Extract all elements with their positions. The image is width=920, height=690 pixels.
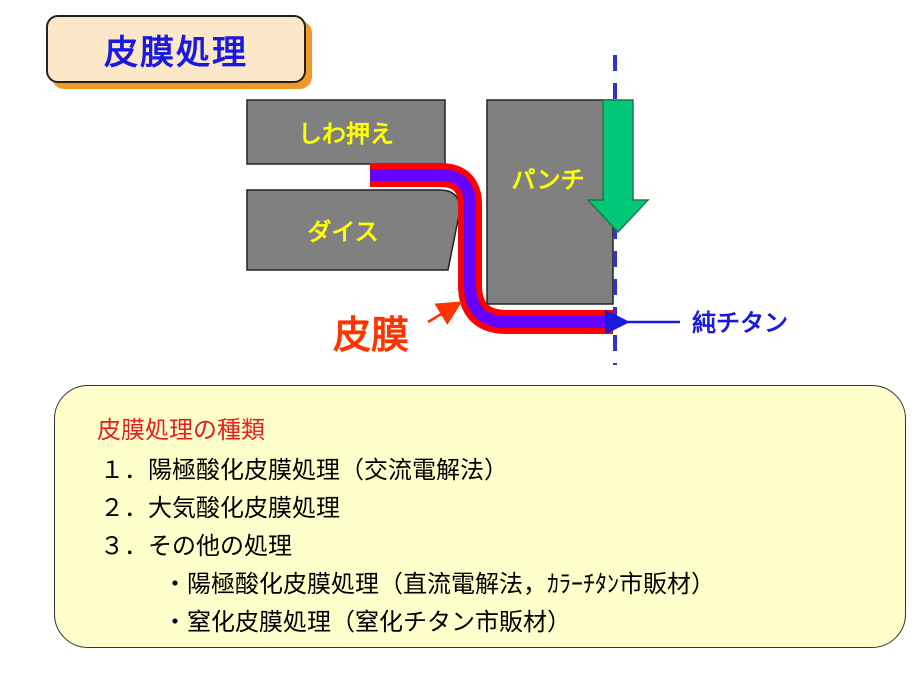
blank-holder <box>246 99 446 165</box>
list-item: ３．その他の処理 <box>100 532 292 560</box>
coating-types-heading: 皮膜処理の種類 <box>97 416 265 444</box>
die-label: ダイス <box>307 218 378 246</box>
sub-list-item: ・窒化皮膜処理（窒化チタン市販材） <box>163 608 571 636</box>
punch-direction-arrow <box>586 99 650 234</box>
sub-list-item: ・陽極酸化皮膜処理（直流電解法，ｶﾗｰﾁﾀﾝ市販材） <box>163 570 715 598</box>
titanium-label: 純チタン <box>692 309 788 337</box>
blank-holder-label: しわ押え <box>298 120 394 148</box>
list-item: ２．大気酸化皮膜処理 <box>100 494 340 522</box>
title-box: 皮膜処理 <box>46 15 306 83</box>
list-item: １．陽極酸化皮膜処理（交流電解法） <box>100 456 508 484</box>
forming-diagram: しわ押え ダイス パンチ 皮膜 純チタン <box>246 55 788 365</box>
titanium-sheet <box>370 169 613 328</box>
page-title: 皮膜処理 <box>104 32 248 73</box>
coating-types-box: 皮膜処理の種類 １．陽極酸化皮膜処理（交流電解法） ２．大気酸化皮膜処理 ３．そ… <box>54 385 906 648</box>
coating-arrow <box>427 301 463 326</box>
punch-label: パンチ <box>511 166 584 194</box>
coating-label: 皮膜 <box>333 313 409 357</box>
die <box>246 189 461 271</box>
